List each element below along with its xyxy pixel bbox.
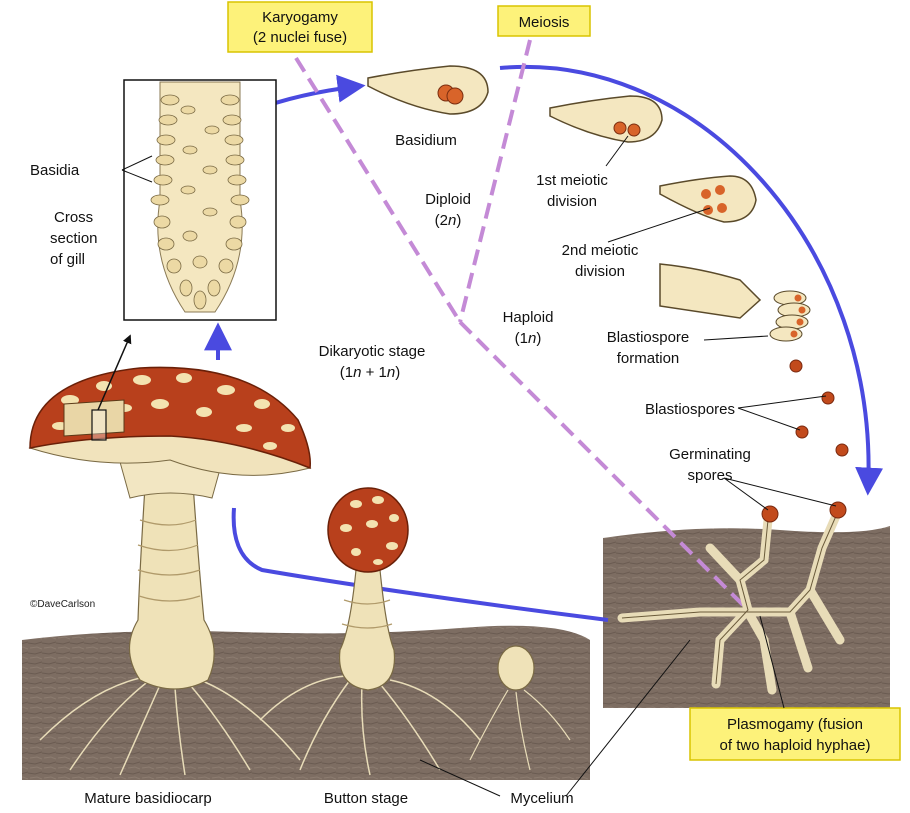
karyogamy-label-line2: (2 nuclei fuse) <box>253 29 347 46</box>
meiosis-box <box>497 5 591 37</box>
phase-divider-karyogamy <box>294 56 462 324</box>
germinating-spore-right <box>829 501 847 519</box>
mature-basidiocarp <box>28 366 312 776</box>
primordium-bud <box>469 645 571 771</box>
blastiospores-label: Blastiospores <box>645 401 735 418</box>
haploid-label-2: (1n) <box>515 330 542 347</box>
cycle-arrow-mycelium-to-mushroom <box>231 507 609 622</box>
dikaryotic-label-1: Dikaryotic stage <box>319 343 426 360</box>
credit-label: ©DaveCarlson <box>30 599 95 610</box>
plasmogamy-label-line1: Plasmogamy (fusion <box>727 716 863 733</box>
zoom-arrow-to-gill <box>97 334 132 411</box>
basidium-karyogamy <box>367 65 489 115</box>
basidium-second-meiotic-division <box>659 175 757 223</box>
germinating-label-1: Germinating <box>669 446 751 463</box>
germinating-label-2: spores <box>687 467 732 484</box>
second-meiotic-label-2: division <box>575 263 625 280</box>
cycle-arrow-meiosis-to-spores <box>499 64 884 496</box>
basidium-first-meiotic-division <box>549 95 663 143</box>
mature-basidiocarp-label: Mature basidiocarp <box>84 790 212 807</box>
phase-divider-plasmogamy <box>458 320 750 612</box>
mycelium-label: Mycelium <box>510 790 573 807</box>
plasmogamy-label-line2: of two haploid hyphae) <box>720 737 871 754</box>
meiosis-label: Meiosis <box>519 14 570 31</box>
basidia-label: Basidia <box>30 162 80 179</box>
first-meiotic-label-1: 1st meiotic <box>536 172 608 189</box>
karyogamy-label-line1: Karyogamy <box>262 9 338 26</box>
dikaryotic-label-2: (1n + 1n) <box>340 364 400 381</box>
haploid-label-1: Haploid <box>503 309 554 326</box>
germinating-spore-left <box>761 505 779 523</box>
button-stage-mushroom <box>259 487 481 776</box>
leader-lines <box>121 135 837 797</box>
hyphae-outline <box>621 515 837 685</box>
gill-cross-section <box>150 81 250 313</box>
basidium-label: Basidium <box>395 132 457 149</box>
karyogamy-box <box>227 1 373 53</box>
diploid-label-2: (2n) <box>435 212 462 229</box>
blastiospores <box>789 359 849 457</box>
cross-section-label-2: section <box>50 230 98 247</box>
button-stage-label: Button stage <box>324 790 408 807</box>
cross-section-label-1: Cross <box>54 209 93 226</box>
cross-section-label-3: of gill <box>50 251 85 268</box>
second-meiotic-label-1: 2nd meiotic <box>562 242 639 259</box>
blastiospore-formation-label-1: Blastiospore <box>607 329 690 346</box>
diploid-label-1: Diploid <box>425 191 471 208</box>
blastiospore-formation-label-2: formation <box>617 350 680 367</box>
basidium-blastiospore-formation <box>659 263 811 342</box>
phase-divider-meiosis <box>458 39 532 323</box>
first-meiotic-label-2: division <box>547 193 597 210</box>
plasmogamy-box <box>689 707 901 761</box>
